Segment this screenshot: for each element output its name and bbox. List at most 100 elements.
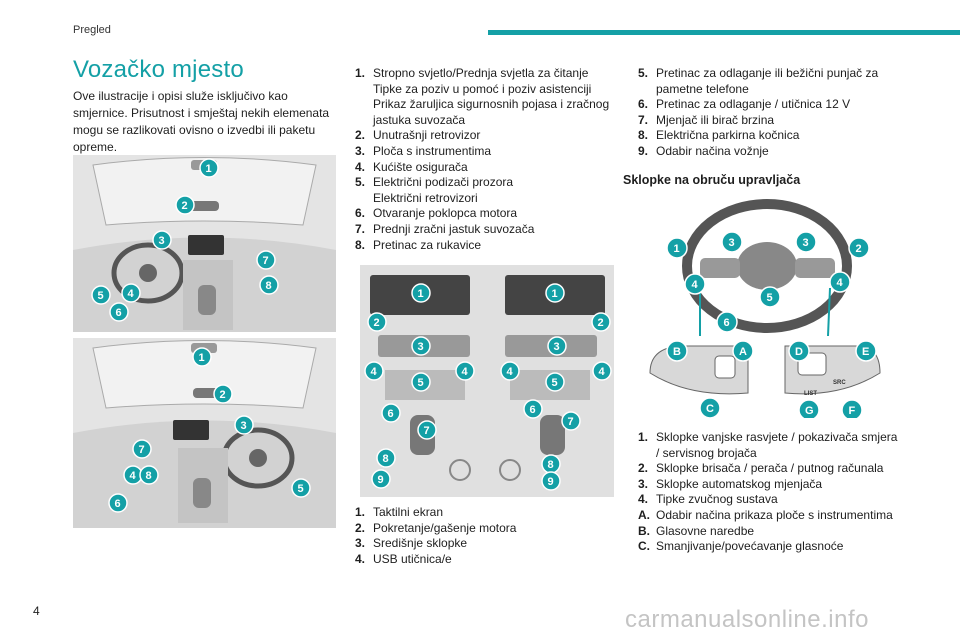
svg-text:B: B bbox=[673, 346, 681, 358]
callout-5-badge: 5 bbox=[291, 478, 311, 498]
legend-list-console-continued: 5.Pretinac za odlaganje ili bežični punj… bbox=[638, 66, 898, 160]
legend-item: 7.Mjenjač ili birač brzina bbox=[638, 112, 775, 127]
page-number: 4 bbox=[33, 604, 40, 618]
legend-item: 5.Pretinac za odlaganje ili bežični punj… bbox=[638, 66, 879, 96]
callout-8-badge: 8 bbox=[259, 275, 279, 295]
svg-text:7: 7 bbox=[139, 444, 145, 456]
header-accent-bar bbox=[488, 30, 960, 35]
callout-6-badge: 6 bbox=[523, 399, 543, 419]
legend-item: 2.Pokretanje/gašenje motora bbox=[355, 520, 517, 535]
svg-text:5: 5 bbox=[298, 483, 304, 495]
svg-text:4: 4 bbox=[130, 470, 137, 482]
svg-text:6: 6 bbox=[530, 404, 536, 416]
callout-8-badge: 8 bbox=[541, 454, 561, 474]
svg-text:F: F bbox=[849, 405, 856, 417]
svg-text:4: 4 bbox=[837, 277, 844, 289]
svg-text:3: 3 bbox=[159, 235, 165, 247]
svg-text:2: 2 bbox=[856, 243, 862, 255]
svg-text:1: 1 bbox=[674, 243, 680, 255]
cockpit-illustration-rhd: 1 2 3 7 4 8 5 6 bbox=[73, 338, 336, 528]
svg-text:A: A bbox=[739, 346, 747, 358]
svg-text:6: 6 bbox=[724, 317, 730, 329]
callout-7-badge: 7 bbox=[417, 420, 437, 440]
callout-4-badge: 4 bbox=[684, 273, 706, 295]
svg-text:1: 1 bbox=[418, 288, 424, 300]
callout-4-badge: 4 bbox=[364, 361, 384, 381]
legend-item: 5.Električni podizači prozora Električni… bbox=[355, 175, 514, 205]
callout-8-badge: 8 bbox=[139, 465, 159, 485]
callout-3-badge: 3 bbox=[152, 230, 172, 250]
legend-item: 8.Električna parkirna kočnica bbox=[638, 128, 800, 143]
callout-2-badge: 2 bbox=[213, 384, 233, 404]
callout-6-badge: 6 bbox=[381, 403, 401, 423]
svg-text:3: 3 bbox=[729, 237, 735, 249]
svg-text:4: 4 bbox=[462, 366, 469, 378]
callout-2-badge: 2 bbox=[591, 312, 611, 332]
svg-text:3: 3 bbox=[241, 420, 247, 432]
legend-item: 4.Kućište osigurača bbox=[355, 159, 468, 174]
svg-text:7: 7 bbox=[568, 416, 574, 428]
legend-item: 3.Sklopke automatskog mjenjača bbox=[638, 476, 823, 491]
section-header: Pregled bbox=[73, 24, 111, 36]
svg-text:5: 5 bbox=[767, 292, 773, 304]
legend-item: 3.Ploča s instrumentima bbox=[355, 143, 492, 158]
svg-text:5: 5 bbox=[552, 377, 558, 389]
svg-text:6: 6 bbox=[115, 498, 121, 510]
callout-5-badge: 5 bbox=[545, 372, 565, 392]
callout-3-badge: 3 bbox=[547, 336, 567, 356]
legend-list-cockpit: 1.Stropno svjetlo/Prednja svjetla za čit… bbox=[355, 66, 615, 253]
svg-text:9: 9 bbox=[548, 476, 554, 488]
svg-text:8: 8 bbox=[146, 470, 152, 482]
svg-text:2: 2 bbox=[220, 389, 226, 401]
callout-9-badge: 9 bbox=[371, 469, 391, 489]
callout-5-badge: 5 bbox=[759, 286, 781, 308]
callout-e-badge: E bbox=[855, 340, 877, 362]
callout-4-badge: 4 bbox=[829, 271, 851, 293]
legend-item: 1.Sklopke vanjske rasvjete / pokazivača … bbox=[638, 430, 898, 460]
svg-text:8: 8 bbox=[383, 453, 389, 465]
svg-text:2: 2 bbox=[598, 317, 604, 329]
legend-item: A.Odabir načina prikaza ploče s instrume… bbox=[638, 507, 893, 522]
callout-6-badge: 6 bbox=[109, 302, 129, 322]
svg-text:7: 7 bbox=[263, 255, 269, 267]
callout-b-badge: B bbox=[666, 340, 688, 362]
svg-text:2: 2 bbox=[374, 317, 380, 329]
svg-text:1: 1 bbox=[552, 288, 558, 300]
svg-text:9: 9 bbox=[378, 474, 384, 486]
callout-8-badge: 8 bbox=[376, 448, 396, 468]
callout-3-badge: 3 bbox=[795, 231, 817, 253]
legend-item: 6.Otvaranje poklopca motora bbox=[355, 206, 518, 221]
callout-9-badge: 9 bbox=[541, 471, 561, 491]
callout-3-badge: 3 bbox=[234, 415, 254, 435]
callout-7-badge: 7 bbox=[561, 411, 581, 431]
callout-d-badge: D bbox=[788, 340, 810, 362]
callout-2-badge: 2 bbox=[367, 312, 387, 332]
callout-2-badge: 2 bbox=[175, 195, 195, 215]
svg-text:7: 7 bbox=[424, 425, 430, 437]
intro-paragraph: Ove ilustracije i opisi služe isključivo… bbox=[73, 89, 330, 154]
callout-1-badge: 1 bbox=[666, 237, 688, 259]
legend-item: 9.Odabir načina vožnje bbox=[638, 143, 769, 158]
svg-text:D: D bbox=[795, 346, 803, 358]
legend-item: 4.USB utičnica/e bbox=[355, 551, 452, 566]
callout-5-badge: 5 bbox=[411, 372, 431, 392]
legend-item: 8.Pretinac za rukavice bbox=[355, 237, 482, 252]
svg-text:3: 3 bbox=[418, 341, 424, 353]
legend-item: 6.Pretinac za odlaganje / utičnica 12 V bbox=[638, 97, 851, 112]
callout-3-badge: 3 bbox=[411, 336, 431, 356]
svg-text:4: 4 bbox=[507, 366, 514, 378]
svg-text:4: 4 bbox=[599, 366, 606, 378]
svg-text:3: 3 bbox=[554, 341, 560, 353]
callout-6-badge: 6 bbox=[108, 493, 128, 513]
callout-7-badge: 7 bbox=[132, 439, 152, 459]
svg-text:6: 6 bbox=[388, 408, 394, 420]
callout-2-badge: 2 bbox=[848, 237, 870, 259]
callout-a-badge: A bbox=[732, 340, 754, 362]
svg-text:4: 4 bbox=[128, 288, 135, 300]
svg-text:1: 1 bbox=[199, 352, 205, 364]
callout-c-badge: C bbox=[699, 397, 721, 418]
callout-1-badge: 1 bbox=[545, 283, 565, 303]
legend-list-steering-wheel: 1.Sklopke vanjske rasvjete / pokazivača … bbox=[638, 430, 900, 555]
legend-item: 4.Tipke zvučnog sustava bbox=[638, 492, 778, 507]
steering-wheel-illustration: LIST SRC 1 3 3 2 4 4 5 6 B A D E C G F bbox=[640, 198, 884, 418]
